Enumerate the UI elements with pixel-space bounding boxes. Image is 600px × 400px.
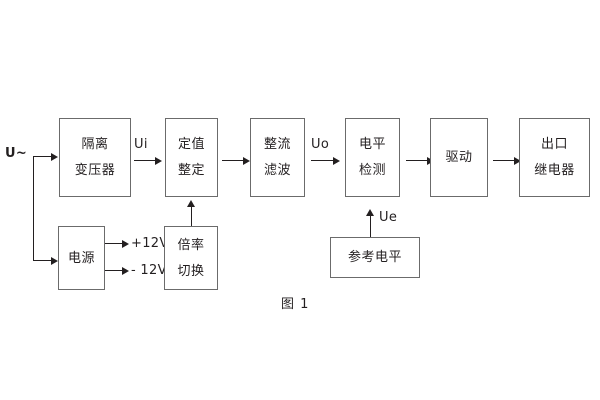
block-output-relay[interactable]: 出口 继电器 bbox=[519, 118, 590, 197]
block-rectifier-filter[interactable]: 整流 滤波 bbox=[250, 118, 305, 197]
block-level-detection-line-2: 检测 bbox=[358, 163, 386, 178]
wire-power-supply-positive bbox=[105, 243, 123, 244]
arrowhead-power-supply-positive bbox=[122, 240, 129, 248]
arrowhead-setting-to-rectifier bbox=[243, 157, 250, 165]
signal-label-ui: Ui bbox=[134, 137, 148, 152]
wire-transformer-to-setting bbox=[134, 160, 156, 161]
block-rectifier-filter-line-1: 整流 bbox=[263, 137, 291, 152]
arrowhead-rectifier-to-level bbox=[333, 157, 340, 165]
wire-power-supply-negative bbox=[105, 270, 123, 271]
block-output-relay-line-1: 出口 bbox=[540, 137, 568, 152]
block-rectifier-filter-line-2: 滤波 bbox=[263, 163, 291, 178]
block-power-supply[interactable]: 电源 bbox=[58, 226, 105, 290]
wire-multiplier-to-setting bbox=[191, 206, 192, 226]
arrowhead-reference-to-level-detection bbox=[366, 209, 374, 216]
block-multiplier-switch-line-1: 倍率 bbox=[177, 237, 205, 253]
signal-label-ue: Ue bbox=[379, 210, 398, 225]
input-label-u: U~ bbox=[5, 146, 28, 161]
block-level-detection[interactable]: 电平 检测 bbox=[345, 118, 400, 197]
wire-level-to-driver bbox=[406, 160, 428, 161]
block-power-supply-line-1: 电源 bbox=[67, 250, 95, 266]
power-supply-feed-wire bbox=[33, 260, 52, 261]
block-driver-line-1: 驱动 bbox=[445, 150, 473, 165]
wire-driver-to-relay bbox=[493, 160, 515, 161]
block-output-relay-line-2: 继电器 bbox=[534, 163, 575, 178]
arrowhead-power-supply-negative bbox=[122, 267, 129, 275]
signal-label-positive-12v: +12V bbox=[131, 236, 169, 251]
figure-caption: 图 1 bbox=[281, 297, 310, 312]
arrowhead-driver-to-relay bbox=[514, 157, 521, 165]
wire-setting-to-rectifier bbox=[222, 160, 244, 161]
input-top-arrowhead bbox=[51, 153, 58, 161]
block-isolation-transformer-line-1: 隔离 bbox=[81, 137, 109, 152]
block-reference-level[interactable]: 参考电平 bbox=[330, 237, 420, 278]
signal-label-negative-12v: - 12V bbox=[131, 263, 167, 278]
arrowhead-multiplier-to-setting bbox=[187, 200, 195, 207]
block-setting-value[interactable]: 定值 整定 bbox=[165, 118, 218, 197]
arrowhead-transformer-to-setting bbox=[155, 157, 162, 165]
block-reference-level-line-1: 参考电平 bbox=[347, 250, 402, 265]
block-driver[interactable]: 驱动 bbox=[430, 118, 488, 197]
block-isolation-transformer-line-2: 变压器 bbox=[74, 163, 116, 178]
input-top-wire bbox=[33, 156, 52, 157]
input-branch-vertical-wire bbox=[33, 156, 34, 261]
block-setting-value-line-2: 整定 bbox=[177, 163, 205, 178]
wire-rectifier-to-level bbox=[311, 160, 334, 161]
block-level-detection-line-1: 电平 bbox=[358, 137, 386, 152]
block-setting-value-line-1: 定值 bbox=[177, 137, 205, 152]
block-multiplier-switch[interactable]: 倍率 切换 bbox=[164, 226, 218, 290]
wire-reference-to-level-detection bbox=[370, 215, 371, 237]
block-isolation-transformer[interactable]: 隔离 变压器 bbox=[59, 118, 131, 197]
power-supply-feed-arrowhead bbox=[51, 257, 58, 265]
block-multiplier-switch-line-2: 切换 bbox=[177, 263, 205, 279]
signal-label-uo: Uo bbox=[311, 137, 330, 152]
